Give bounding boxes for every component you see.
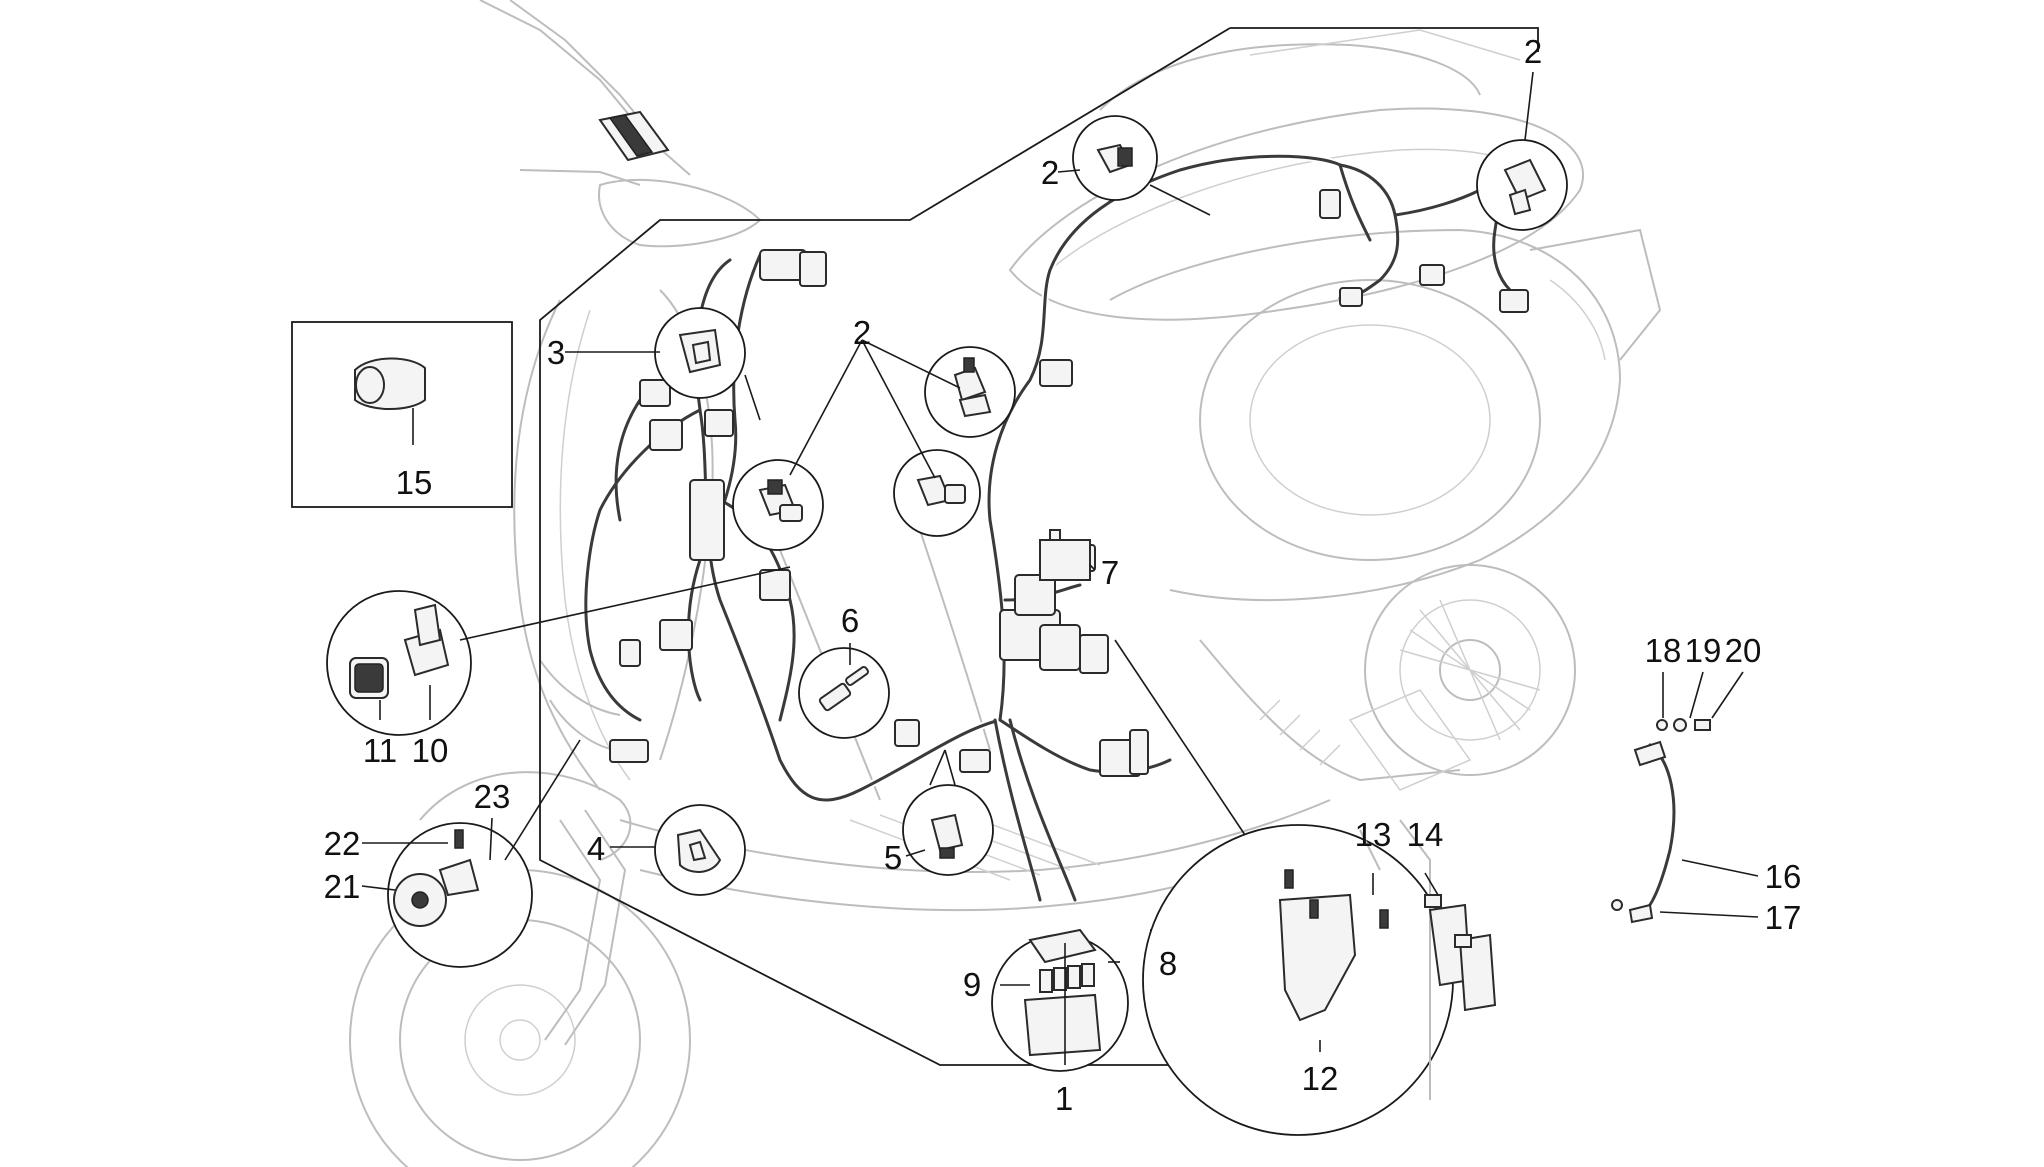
callout-21: 21 — [324, 868, 361, 905]
callout-6: 6 — [841, 602, 859, 639]
callout-17: 17 — [1765, 899, 1802, 936]
detail-2-center-a — [924, 346, 1016, 438]
detail-5 — [902, 749, 994, 876]
part-7 — [1039, 529, 1091, 581]
callout-7: 7 — [1101, 554, 1119, 591]
callout-14: 14 — [1407, 816, 1444, 853]
callout-23: 23 — [474, 778, 511, 815]
callout-5: 5 — [884, 839, 902, 876]
callout-11: 11 — [363, 732, 397, 769]
detail-6 — [798, 647, 890, 739]
wiring-harness — [584, 152, 1529, 902]
part-16-ground-cable — [1611, 718, 1711, 924]
detail-10-11 — [326, 566, 791, 736]
callout-13: 13 — [1355, 816, 1392, 853]
detail-12-14 — [1114, 639, 1497, 1136]
detail-3 — [654, 307, 761, 421]
callout-2-top-right: 2 — [1524, 33, 1542, 70]
callout-8: 8 — [1159, 945, 1177, 982]
callout-18: 18 — [1645, 632, 1682, 669]
callout-9: 9 — [963, 966, 981, 1003]
callout-1: 1 — [1055, 1080, 1073, 1117]
detail-2-top-right — [1476, 139, 1568, 231]
detail-15-box — [291, 321, 513, 508]
callout-2-top-center: 2 — [1041, 154, 1059, 191]
detail-2-center-b — [893, 449, 981, 537]
detail-4 — [654, 804, 746, 896]
callout-10: 10 — [412, 732, 449, 769]
callout-leaders — [361, 71, 1759, 1065]
callout-labels: 1 2 2 2 3 4 5 6 7 8 9 10 11 12 13 14 15 … — [324, 33, 1802, 1117]
callout-16: 16 — [1765, 858, 1802, 895]
callout-15: 15 — [396, 464, 433, 501]
callout-2-center: 2 — [853, 314, 871, 351]
detail-2-left — [732, 459, 824, 551]
callout-12: 12 — [1302, 1060, 1339, 1097]
detail-2-top-center — [1072, 115, 1211, 216]
callout-4: 4 — [587, 830, 605, 867]
detail-8-9 — [991, 928, 1129, 1072]
callout-19: 19 — [1685, 632, 1722, 669]
detail-21-23 — [387, 739, 581, 968]
callout-20: 20 — [1725, 632, 1762, 669]
callout-22: 22 — [324, 825, 361, 862]
callout-3: 3 — [547, 334, 565, 371]
